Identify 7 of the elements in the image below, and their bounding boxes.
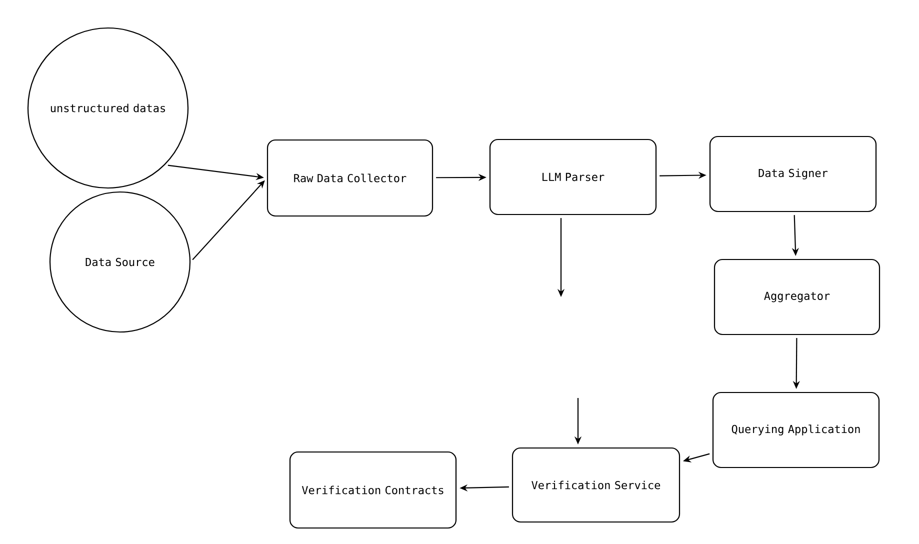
process-box: Data Signer (709, 136, 877, 212)
process-box: Verification Service (512, 447, 680, 523)
process-box: Querying Application (712, 392, 880, 468)
process-box: Raw Data Collector (266, 139, 434, 217)
process-box: Verification Contracts (289, 451, 457, 529)
process-box: LLM Parser (489, 138, 657, 216)
process-box: Aggregator (714, 258, 880, 336)
